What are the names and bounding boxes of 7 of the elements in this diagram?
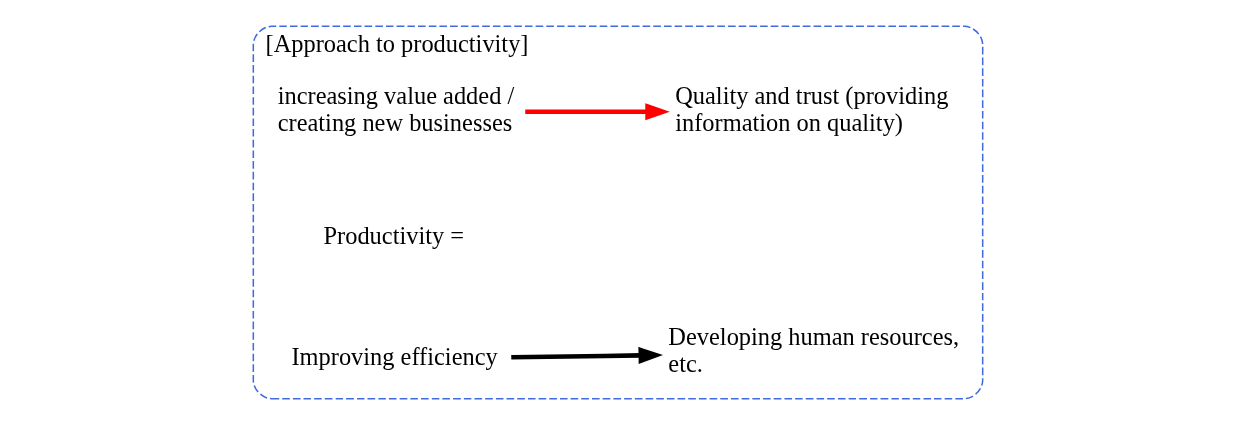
node-text: increasing value added / creating new businesses: [277, 81, 515, 137]
node-text: Developing human resources, etc.: [668, 322, 960, 378]
node-text: Improving efficiency: [291, 342, 498, 370]
arrow: [525, 103, 670, 121]
node-text: Quality and trust (providing information on quality): [675, 81, 949, 137]
node-text: Productivity =: [323, 222, 465, 250]
arrow: [511, 346, 664, 364]
